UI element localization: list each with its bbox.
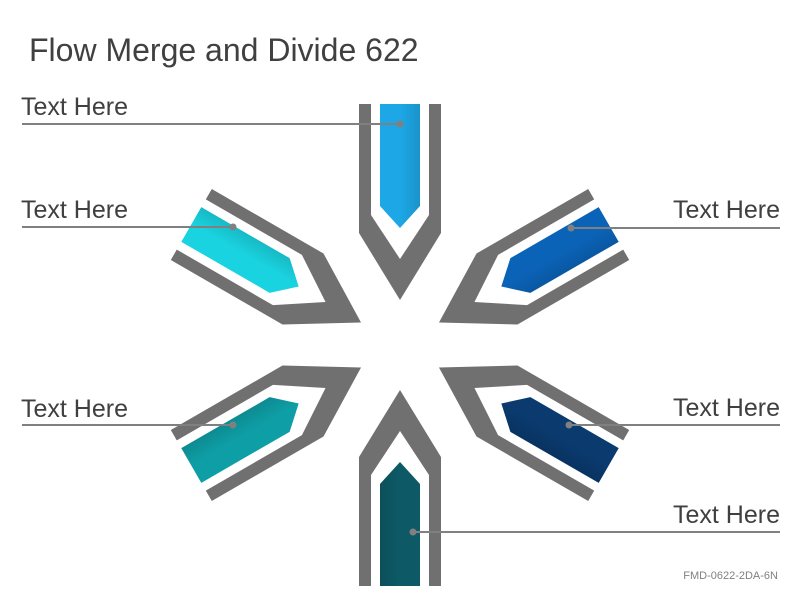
label-upper-right: Text Here <box>673 196 780 224</box>
connector-dot-upper-left <box>229 223 237 231</box>
footer-code: FMD-0622-2DA-6N <box>683 570 778 582</box>
branch-upper-left <box>170 188 362 325</box>
connector-dot-upper-right <box>567 224 575 232</box>
connector-dot-top <box>396 120 404 128</box>
arrow-shade <box>181 397 299 466</box>
arrow-shade <box>501 224 619 293</box>
frame-chevron <box>438 365 630 502</box>
page-title: Flow Merge and Divide 622 <box>29 32 419 68</box>
frame-chevron <box>359 104 441 300</box>
branch-lower-right <box>438 365 630 502</box>
branch-top <box>359 104 441 300</box>
label-lower-right: Text Here <box>673 394 780 422</box>
connectors <box>22 120 780 536</box>
arrow-shade <box>400 104 420 228</box>
branch-upper-right <box>438 188 630 325</box>
connector-dot-bottom <box>409 528 417 536</box>
frame-chevron <box>359 390 441 586</box>
connector-dot-lower-left <box>229 421 237 429</box>
frame-chevron <box>170 188 362 325</box>
label-lower-left: Text Here <box>21 395 128 423</box>
frame-chevron <box>438 188 630 325</box>
label-bottom-right: Text Here <box>673 501 780 529</box>
arrow-shade <box>501 403 609 483</box>
label-upper-left: Text Here <box>21 196 128 224</box>
arrow-shade <box>380 462 400 586</box>
branch-lower-left <box>170 365 362 502</box>
frame-chevron <box>170 365 362 502</box>
label-top-left: Text Here <box>21 93 128 121</box>
branch-bottom <box>359 390 441 586</box>
connector-dot-lower-right <box>565 421 573 429</box>
